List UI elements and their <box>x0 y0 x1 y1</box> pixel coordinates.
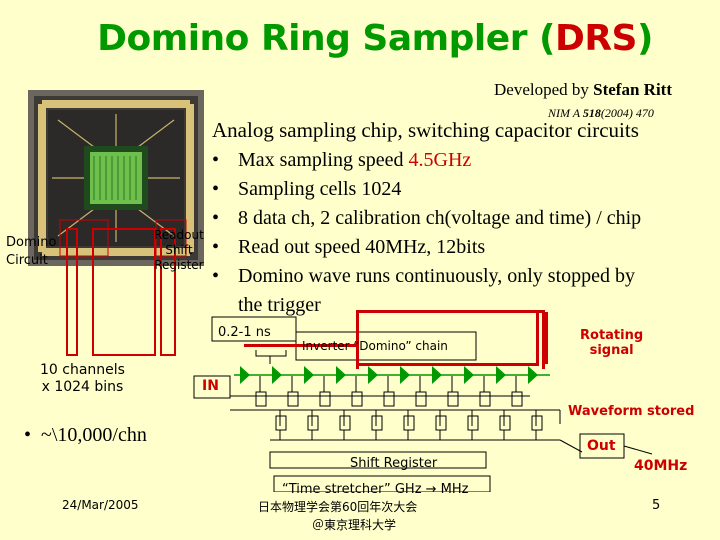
footer-conference: 日本物理学会第60回年次大会 <box>258 500 418 514</box>
channels-label: 10 channels x 1024 bins <box>40 362 125 396</box>
inverter-chain <box>240 366 538 384</box>
domino-circuit-box <box>66 228 78 356</box>
timing-label: 0.2-1 ns <box>218 325 271 340</box>
domino-label-line1: Domino <box>6 235 57 250</box>
title-main: Domino Ring Sampler <box>97 18 539 59</box>
time-stretcher-label: “Time stretcher” GHz → MHz <box>282 482 469 497</box>
feature-text: Domino wave runs continuously, only stop… <box>238 265 636 287</box>
intro-text: Analog sampling chip, switching capacito… <box>212 118 639 142</box>
feature-item-continued: the trigger <box>212 291 641 320</box>
footer-date: 24/Mar/2005 <box>62 498 139 512</box>
title-acronym: DRS <box>554 18 638 59</box>
sampling-cells <box>255 376 543 431</box>
bullet-icon: • <box>212 149 220 171</box>
feature-item: • Domino wave runs continuously, only sto… <box>212 262 641 291</box>
feature-text: Sampling cells <box>238 178 362 200</box>
domino-label-line2: Circuit <box>6 253 48 268</box>
feature-value: 1024 <box>361 178 402 200</box>
rotating-loop-return <box>244 344 356 347</box>
footer-venue: ＠東京理科大学 <box>312 518 397 532</box>
channels-line1: 10 channels <box>40 362 125 378</box>
bullet-icon: • <box>212 236 220 258</box>
title-close-paren: ) <box>636 18 653 59</box>
reference-volume: 518 <box>582 106 601 120</box>
feature-item: • 8 data ch, 2 calibration ch(voltage and… <box>212 204 641 233</box>
out-label: Out <box>587 438 616 454</box>
credit: Developed by Stefan Ritt <box>494 80 672 100</box>
rotating-loop-side <box>536 310 539 366</box>
rotating-line1: Rotating <box>580 328 644 343</box>
chip-photo <box>28 90 204 266</box>
feature-item: • Read out speed 40MHz, 12bits <box>212 233 641 262</box>
credit-author: Stefan Ritt <box>593 80 672 99</box>
page-title: Domino Ring Sampler (DRS) <box>0 18 720 59</box>
bullet-icon: • <box>212 265 220 287</box>
reference-rest: (2004) 470 <box>600 106 654 120</box>
channels-line2: x 1024 bins <box>41 379 124 395</box>
extra-bullet-text: ~\10,000/chn <box>41 424 147 446</box>
readout-label-line2: Shift <box>165 243 193 257</box>
rotating-line2: signal <box>589 343 634 358</box>
feature-item: • Max sampling speed 4.5GHz <box>212 146 641 175</box>
bullet-icon: • <box>24 424 42 446</box>
cells-box <box>92 228 156 356</box>
inverter-chain-label: Inverter “Domino” chain <box>302 339 448 353</box>
reference: NIM A 518(2004) 470 <box>548 106 654 121</box>
bullet-icon: • <box>212 207 220 229</box>
readout-box <box>160 228 176 356</box>
waveform-stored-label: Waveform stored <box>568 404 695 419</box>
title-open-paren: ( <box>538 18 555 59</box>
reference-prefix: NIM A <box>548 106 583 120</box>
out-frequency: 40MHz <box>634 458 688 474</box>
feature-value: 4.5GHz <box>408 149 472 171</box>
feature-text: Read out speed <box>238 236 366 258</box>
feature-value: 8 data ch, 2 calibration ch(voltage and … <box>238 207 642 229</box>
feature-value: 40MHz, 12bits <box>365 236 486 258</box>
readout-label-line1: Readout <box>154 228 204 242</box>
credit-prefix: Developed by <box>494 80 594 99</box>
feature-text: Max sampling speed <box>238 149 409 171</box>
feature-list: • Max sampling speed 4.5GHz • Sampling cel… <box>212 146 641 320</box>
extra-bullet: • ~\10,000/chn <box>24 424 147 447</box>
bullet-icon: • <box>212 178 220 200</box>
domino-circuit-diagram <box>193 312 653 492</box>
rotating-loop-bottom <box>356 363 539 366</box>
page-number: 5 <box>652 498 661 513</box>
readout-label-line3: Register <box>154 258 204 272</box>
rotating-loop <box>356 310 545 369</box>
rotating-signal-label: Rotating signal <box>580 328 643 358</box>
feature-text: the trigger <box>238 294 321 316</box>
domino-circuit-label: Domino Circuit <box>6 234 56 270</box>
feature-item: • Sampling cells 1024 <box>212 175 641 204</box>
shift-register-label: Shift Register <box>350 456 438 471</box>
input-label: IN <box>202 378 219 394</box>
readout-shift-register-label: Readout Shift Register <box>154 228 204 273</box>
